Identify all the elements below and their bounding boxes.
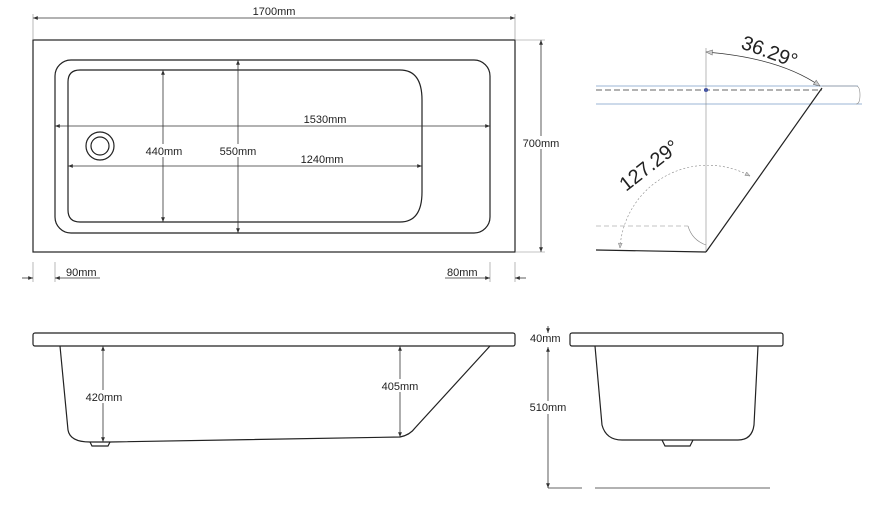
slope-edge bbox=[705, 87, 823, 253]
side-view: 420mm 405mm bbox=[32, 332, 516, 447]
depth-left-label: 420mm bbox=[86, 392, 123, 404]
basin-length-label: 1240mm bbox=[301, 154, 344, 166]
end-view: 40mm 510mm bbox=[527, 326, 784, 489]
side-rim bbox=[32, 332, 516, 347]
rim-inner-outline bbox=[54, 59, 491, 234]
end-rim bbox=[569, 332, 784, 347]
bath-outline bbox=[32, 39, 516, 253]
basin-width-label: 440mm bbox=[146, 146, 183, 158]
drain-inner bbox=[90, 136, 110, 156]
end-body bbox=[594, 345, 759, 441]
length-label: 1700mm bbox=[253, 6, 296, 18]
basin-outline bbox=[67, 69, 423, 223]
left-rim-label: 90mm bbox=[66, 267, 97, 279]
right-rim-label: 80mm bbox=[447, 267, 478, 279]
angle-detail-view: 36.29° 127.29° bbox=[595, 32, 862, 253]
top-view: 1700mm 700mm 1530mm 1240mm 440mm 550mm 9… bbox=[22, 6, 563, 282]
drain-outer bbox=[85, 131, 115, 161]
top-angle-label: 36.29° bbox=[738, 32, 800, 73]
inner-width-label: 550mm bbox=[220, 146, 257, 158]
rim-height-label: 40mm bbox=[530, 333, 561, 345]
width-label: 700mm bbox=[523, 138, 560, 150]
total-height-label: 510mm bbox=[530, 402, 567, 414]
inner-length-label: 1530mm bbox=[304, 114, 347, 126]
depth-right-label: 405mm bbox=[382, 381, 419, 393]
